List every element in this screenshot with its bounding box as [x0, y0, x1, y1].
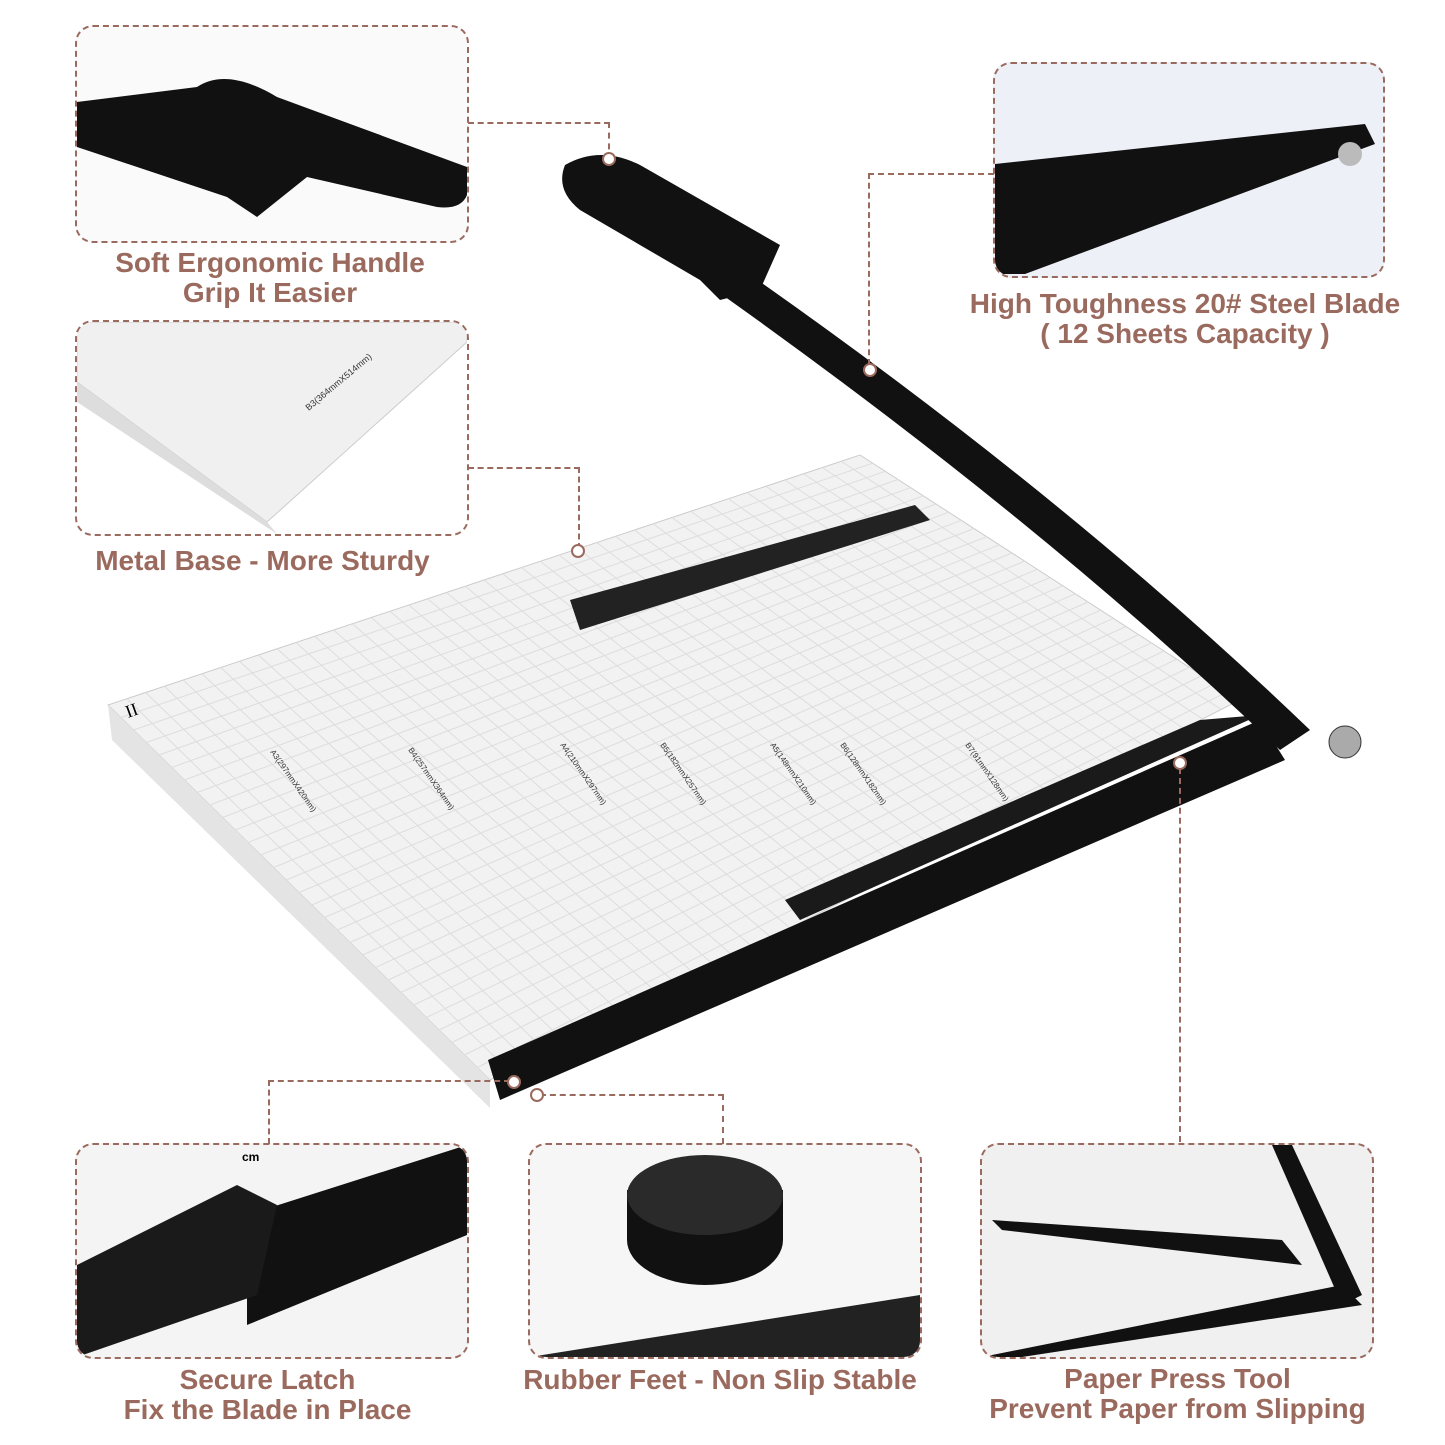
press-caption: Paper Press Tool Prevent Paper from Slip…: [970, 1364, 1385, 1424]
press-dot: [1173, 756, 1187, 770]
cutter-base: [107, 454, 1242, 1108]
latch-dot: [507, 1075, 521, 1089]
handle-caption-line1: Soft Ergonomic Handle: [115, 247, 425, 278]
handle-caption: Soft Ergonomic Handle Grip It Easier: [70, 248, 470, 308]
handle-dot: [602, 152, 616, 166]
handle-caption-line2: Grip It Easier: [182, 277, 358, 308]
base-caption-line1: Metal Base - More Sturdy: [95, 545, 430, 576]
handle-closeup-icon: [77, 79, 467, 217]
base-caption: Metal Base - More Sturdy: [70, 546, 455, 576]
base-dot: [571, 544, 585, 558]
blade-leader: [868, 173, 994, 365]
handle-inset: [75, 25, 469, 243]
handle-leader: [468, 122, 610, 160]
latch-caption-line2: Fix the Blade in Place: [123, 1394, 412, 1425]
latch-caption-line1: Secure Latch: [179, 1364, 356, 1395]
press-leader: [1179, 768, 1181, 1142]
blade-inset: [993, 62, 1385, 278]
press-caption-line2: Prevent Paper from Slipping: [989, 1393, 1366, 1424]
feet-caption-line1: Rubber Feet - Non Slip Stable: [523, 1364, 917, 1395]
blade-dot: [863, 363, 877, 377]
feet-dot: [530, 1088, 544, 1102]
feet-caption: Rubber Feet - Non Slip Stable: [520, 1365, 920, 1395]
blade-caption-line1: High Toughness 20# Steel Blade: [969, 288, 1401, 319]
blade-arm: [680, 240, 1310, 750]
latch-leader: [268, 1080, 510, 1144]
paper-press-bar: [570, 505, 930, 630]
press-caption-line1: Paper Press Tool: [1064, 1363, 1291, 1394]
blade-caption: High Toughness 20# Steel Blade ( 12 Shee…: [935, 289, 1435, 349]
press-inset: [980, 1143, 1374, 1359]
base-inset: B3(364mmX514mm): [75, 320, 469, 536]
paper-press-tool: [785, 715, 1260, 920]
latch-unit-label: cm: [242, 1150, 260, 1164]
blade-caption-line2: ( 12 Sheets Capacity ): [1040, 318, 1330, 349]
front-rail: [488, 720, 1285, 1100]
feet-inset: [528, 1143, 922, 1359]
feet-leader: [540, 1094, 724, 1144]
pivot-bolt: [1328, 725, 1362, 759]
latch-inset: cm: [75, 1143, 469, 1359]
latch-caption: Secure Latch Fix the Blade in Place: [70, 1365, 465, 1425]
base-leader: [468, 467, 580, 549]
handle: [562, 155, 780, 300]
